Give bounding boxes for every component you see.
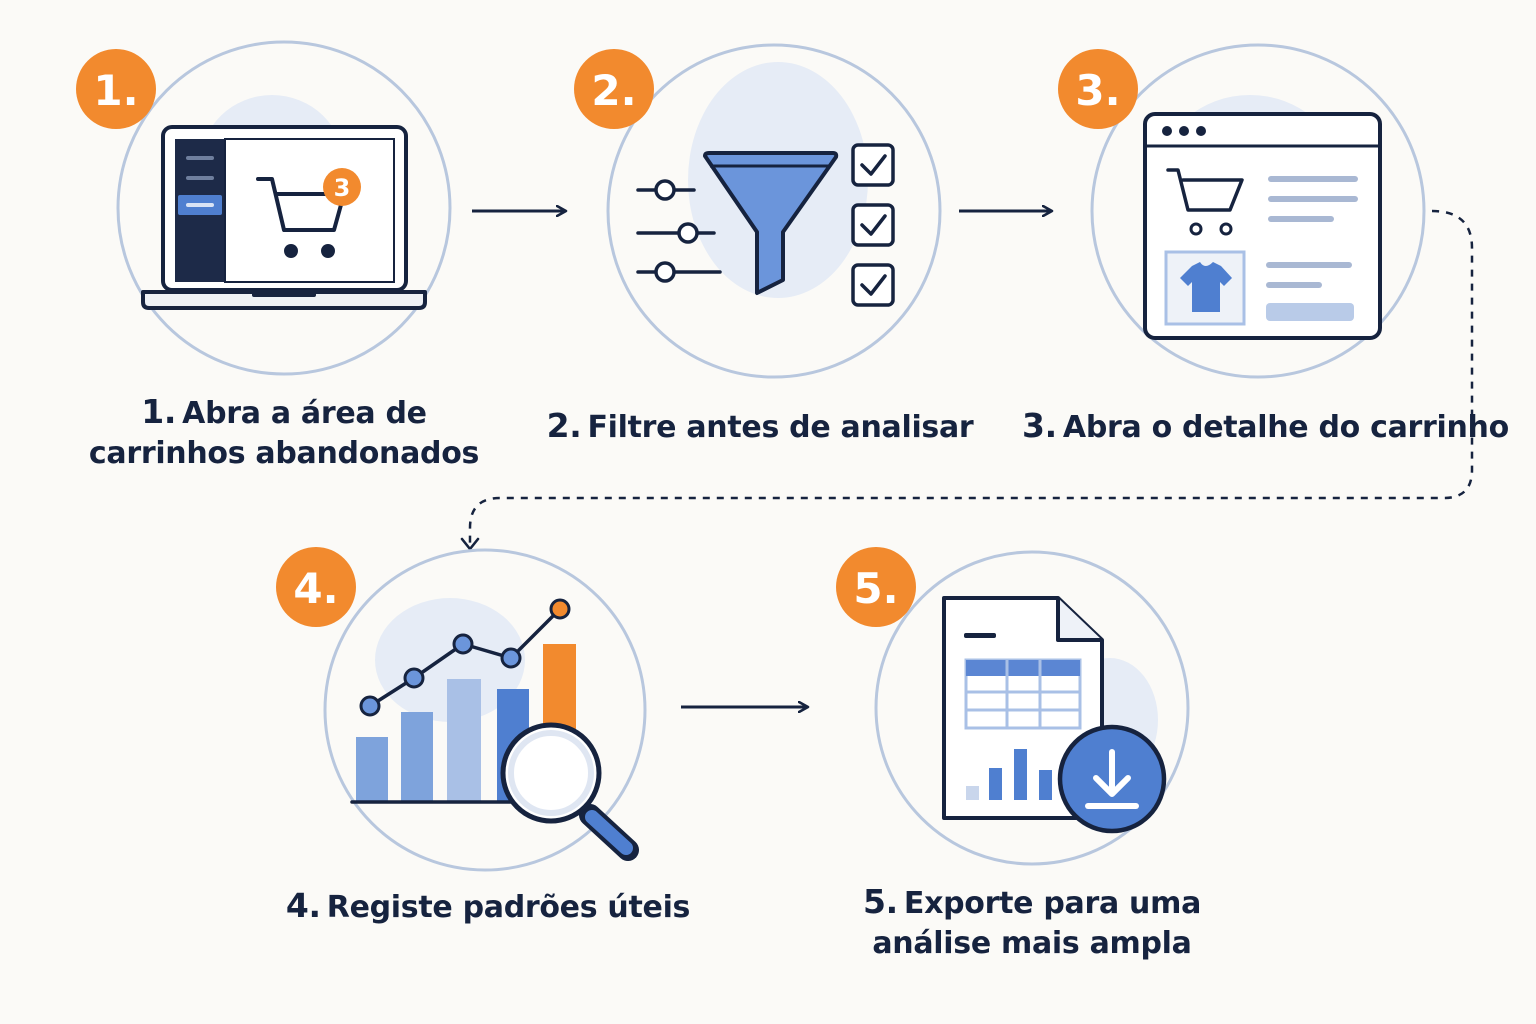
tshirt-icon [1180,262,1232,312]
step-4: 4. [276,547,647,872]
step-3: 3. [1058,43,1426,379]
step-2-badge-text: 2. [591,66,636,115]
step-2-badge [574,49,654,129]
step-5: 5. [836,547,1190,866]
step-3-badge [1058,49,1138,129]
step-1-badge-text: 1. [93,66,138,115]
step-1-badge [76,49,156,129]
step-3-number: 3. [1022,406,1057,445]
magnifier-icon [500,722,639,861]
step-2-caption: 2.Filtre antes de analisar [540,406,980,448]
step-1-caption: 1.Abra a área de carrinhos abandonados [64,392,504,474]
cart-count-text: 3 [334,174,351,202]
step-5-number: 5. [862,882,898,921]
step-5-caption: 5.Exporte para uma análise mais ampla [812,882,1252,964]
step-5-title-line2: análise mais ampla [872,926,1192,961]
cart-detail-window-icon [1143,112,1382,340]
cart-count-badge [323,168,361,206]
step-5-badge-text: 5. [853,564,898,613]
dashed-connector-arrowhead [460,537,480,551]
step-4-caption: 4.Registe padrões úteis [268,886,708,928]
spreadsheet-download-icon [942,596,1167,834]
step-1: 3 1. [76,40,452,376]
download-icon [1057,724,1167,834]
step-4-badge-text: 4. [293,564,338,613]
step-2-title: Filtre antes de analisar [587,410,974,445]
step-3-badge-text: 3. [1075,66,1120,115]
funnel-filter-icon [636,143,895,307]
checkbox-icon [851,203,895,247]
step-1-title-line2: carrinhos abandonados [88,436,480,471]
step-4-backdrop [375,598,525,722]
step-3-title: Abra o detalhe do carrinho [1062,410,1509,445]
laptop-cart-icon: 3 [141,125,427,310]
checkbox-icon [851,263,895,307]
step-4-title: Registe padrões úteis [326,890,691,925]
step-4-badge [276,547,356,627]
chart-magnifier-icon [350,598,639,861]
checkbox-icon [851,143,895,187]
step-2: 2. [574,43,942,379]
step-5-title-line1: Exporte para uma [903,886,1202,921]
step-1-title-line1: Abra a área de [182,396,427,431]
step-2-number: 2. [546,406,582,445]
step-5-badge [836,547,916,627]
step-3-caption: 3.Abra o detalhe do carrinho [1022,406,1509,448]
dashed-connector-3-to-4 [468,209,1474,545]
step-1-number: 1. [141,392,177,431]
step-4-number: 4. [285,886,321,925]
